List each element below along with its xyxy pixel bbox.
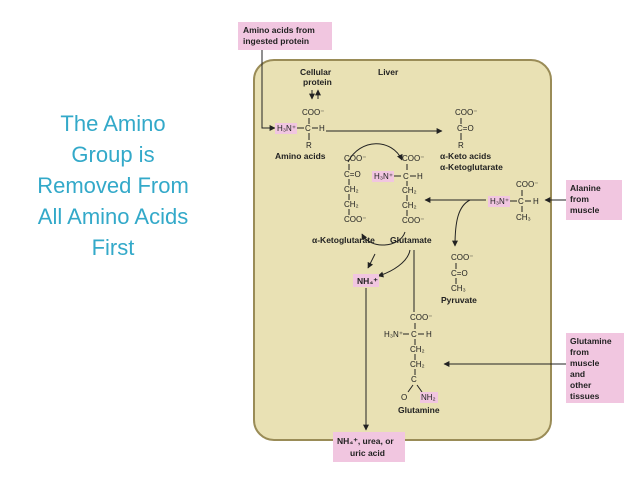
glu-h3n: H₃N⁺ xyxy=(374,172,393,181)
keto-r: R xyxy=(458,141,464,150)
keto-coo: COO⁻ xyxy=(455,108,477,117)
pyruvate-label: Pyruvate xyxy=(441,295,477,305)
input-box xyxy=(238,22,332,50)
akg-ch2-2: CH₂ xyxy=(344,200,359,209)
input-line-1: Amino acids from xyxy=(243,25,315,35)
ala-coo: COO⁻ xyxy=(516,180,538,189)
title-line-3: Removed From xyxy=(37,173,189,198)
input-arrow xyxy=(261,50,276,131)
glutamine-line-1: Glutamine xyxy=(570,336,612,346)
title-line-1: The Amino xyxy=(60,111,166,136)
ala-to-pyruvate-arrow xyxy=(452,199,471,247)
glu-amine-highlight xyxy=(372,171,394,182)
aa-amine-highlight xyxy=(275,123,297,134)
gln-amide-highlight xyxy=(420,392,438,403)
akg-coo-top: COO⁻ xyxy=(344,154,366,163)
title-line-2: Group is xyxy=(71,142,155,167)
glutamine-line-2: from xyxy=(570,347,589,357)
keto-c-o: C=O xyxy=(457,124,474,133)
aa-c: C xyxy=(305,124,311,133)
akg-to-nh4-arrow xyxy=(367,253,376,269)
gln-bond-o xyxy=(407,384,414,393)
gln-ch2-2: CH₂ xyxy=(410,360,425,369)
glu-coo-bottom: COO⁻ xyxy=(402,216,424,225)
output-line-1: NH₄⁺, urea, or xyxy=(337,436,394,446)
glutamate-label: Glutamate xyxy=(390,235,432,245)
alpha-kg-right-label: α-Ketoglutarate xyxy=(440,162,503,172)
aa-r: R xyxy=(306,141,312,150)
nh4-label: NH₄⁺ xyxy=(357,276,378,286)
glu-h: H xyxy=(417,172,423,181)
gln-ch2-1: CH₂ xyxy=(410,345,425,354)
glutamine-line-4: and xyxy=(570,369,585,379)
cellular-protein-line-1: Cellular xyxy=(300,67,332,77)
ala-ch3: CH₃ xyxy=(516,213,531,222)
aa-h: H xyxy=(319,124,325,133)
title-line-5: First xyxy=(91,235,135,260)
alanine-line-1: Alanine xyxy=(570,183,601,193)
ala-c: C xyxy=(518,197,524,206)
glutamine-line-6: tissues xyxy=(570,391,600,401)
input-line-2: ingested protein xyxy=(243,36,309,46)
gln-h: H xyxy=(426,330,432,339)
nh4-highlight xyxy=(353,274,379,287)
akg-c-o: C=O xyxy=(344,170,361,179)
aa-coo: COO⁻ xyxy=(302,108,324,117)
amino-acids-label: Amino acids xyxy=(275,151,326,161)
cellular-protein-line-2: protein xyxy=(303,77,332,87)
glu-ch2-1: CH₂ xyxy=(402,186,417,195)
ala-h: H xyxy=(533,197,539,206)
glutamine-line-5: other xyxy=(570,380,592,390)
gln-c: C xyxy=(411,330,417,339)
liver-label: Liver xyxy=(378,67,399,77)
output-box xyxy=(333,432,405,462)
alpha-kg-left-label: α-Ketoglutarate xyxy=(312,235,375,245)
gln-c2: C xyxy=(411,375,417,384)
aa-h3n: H₃N⁺ xyxy=(277,124,296,133)
alanine-line-3: muscle xyxy=(570,205,600,215)
gln-nh2: NH₂ xyxy=(421,393,436,402)
glu-ch2-2: CH₂ xyxy=(402,201,417,210)
output-line-2: uric acid xyxy=(350,448,385,458)
ala-amine-highlight xyxy=(488,196,510,207)
alanine-box xyxy=(566,180,622,220)
gln-coo: COO⁻ xyxy=(410,313,432,322)
glutamine-label: Glutamine xyxy=(398,405,440,415)
glu-to-nh4-arrow xyxy=(377,249,411,278)
slide-title: The Amino Group is Removed From All Amin… xyxy=(8,108,218,263)
pyr-ch3: CH₃ xyxy=(451,284,466,293)
title-line-4: All Amino Acids xyxy=(37,204,189,229)
glu-to-akg-arrow xyxy=(361,231,406,246)
glutamine-box xyxy=(566,333,624,403)
akg-ch2-1: CH₂ xyxy=(344,185,359,194)
akg-to-glu-arrow xyxy=(347,143,403,163)
keto-acids-label: α-Keto acids xyxy=(440,151,491,161)
alanine-line-2: from xyxy=(570,194,589,204)
gln-bond-n xyxy=(416,384,423,393)
akg-coo-bottom: COO⁻ xyxy=(344,215,366,224)
liver-box xyxy=(253,59,552,441)
glu-c: C xyxy=(403,172,409,181)
glu-coo-top: COO⁻ xyxy=(402,154,424,163)
gln-h3n: H₃N⁺ xyxy=(384,330,403,339)
pyr-coo: COO⁻ xyxy=(451,253,473,262)
pyr-c-o: C=O xyxy=(451,269,468,278)
ala-h3n: H₃N⁺ xyxy=(490,197,509,206)
glutamine-line-3: muscle xyxy=(570,358,600,368)
gln-o: O xyxy=(401,393,407,402)
